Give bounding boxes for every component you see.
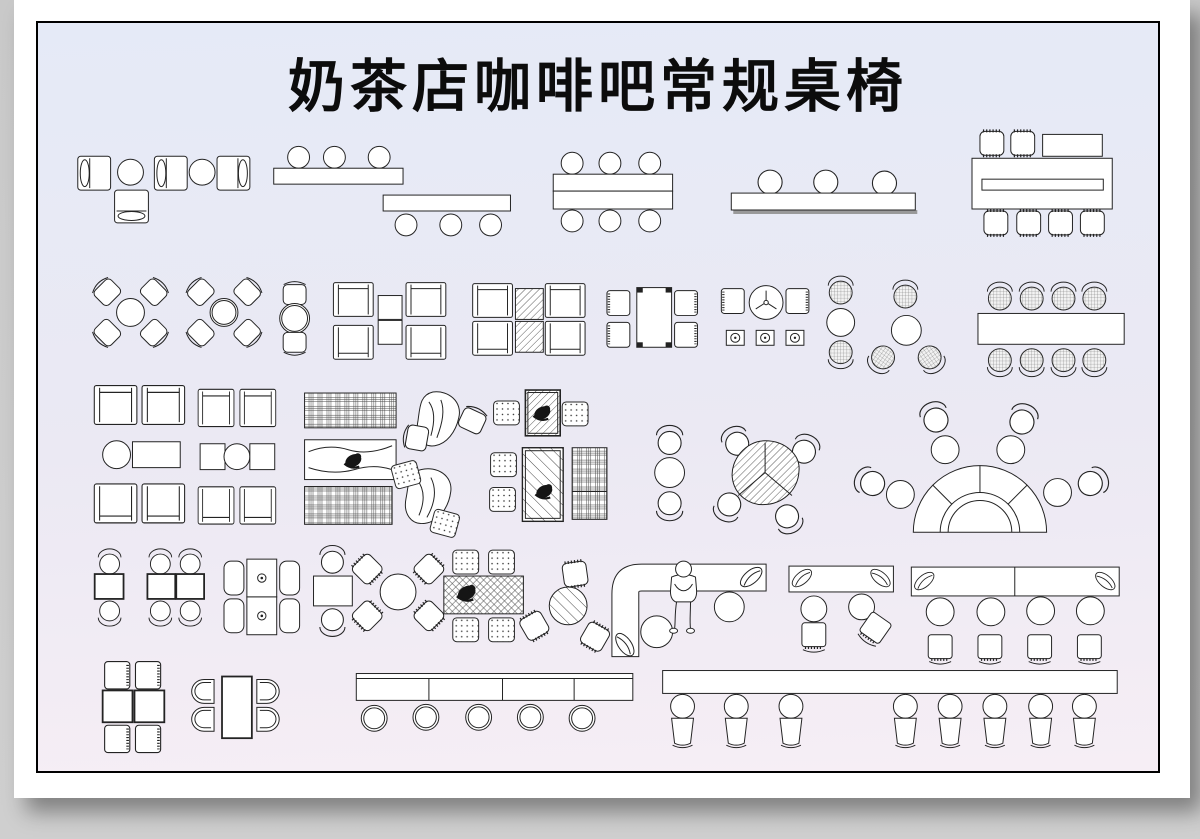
furniture-canvas bbox=[77, 129, 1125, 754]
furniture-service-counter-fringed-stools bbox=[971, 129, 1113, 237]
furniture-rect-table-dotted-chairs bbox=[605, 287, 699, 349]
furniture-round-table-corner-chairs bbox=[348, 550, 448, 635]
furniture-l-bench-person bbox=[611, 560, 767, 660]
paper-sheet: 奶茶店咖啡吧常规桌椅 bbox=[14, 0, 1190, 798]
furniture-bar-three-stools-top bbox=[273, 145, 404, 185]
furniture-long-table-wicker-chairs bbox=[977, 281, 1125, 378]
furniture-round-table-cross-a bbox=[89, 274, 172, 351]
furniture-double-table-six-stools bbox=[552, 151, 674, 233]
furniture-bar-three-stools-shadow bbox=[730, 169, 918, 214]
furniture-square-table-two-chairs bbox=[93, 548, 125, 627]
furniture-two-tables-four-square-chairs bbox=[101, 660, 166, 754]
furniture-wicker-table-sets bbox=[826, 275, 950, 379]
seated-person-figure bbox=[669, 560, 698, 634]
furniture-lounge-square-round bbox=[197, 388, 277, 525]
furniture-round-table-two-round-chairs bbox=[654, 424, 686, 522]
furniture-dining-table-person bbox=[443, 549, 524, 643]
furniture-lounge-round-rect bbox=[93, 384, 186, 524]
furniture-stone-tables-chairs bbox=[389, 391, 490, 539]
furniture-rosette-tables bbox=[223, 558, 301, 636]
furniture-fan-counter bbox=[849, 397, 1114, 533]
furniture-small-diner-table bbox=[493, 389, 589, 437]
furniture-bar-three-stools-bottom bbox=[382, 194, 511, 237]
furniture-propeller-table-set bbox=[720, 285, 811, 346]
furniture-round-table-two-chairs bbox=[279, 281, 311, 356]
furniture-rect-table-d-chairs bbox=[191, 675, 280, 740]
furniture-round-table-cross-b bbox=[183, 274, 265, 351]
furniture-long-bench-four-tables bbox=[910, 566, 1120, 666]
furniture-two-tables-four-round-chairs bbox=[146, 548, 206, 627]
page-title: 奶茶店咖啡吧常规桌椅 bbox=[288, 56, 908, 119]
furniture-large-diner-table bbox=[489, 447, 608, 523]
furniture-hatched-tables-four-armchairs bbox=[472, 283, 586, 356]
furniture-square-tables-four-armchairs bbox=[332, 282, 447, 360]
furniture-trefoil-table-four-chairs bbox=[709, 421, 824, 539]
furniture-bench-two-tables bbox=[788, 565, 894, 654]
furniture-woven-sofa-set bbox=[304, 392, 397, 525]
furniture-long-bar-eight-stools bbox=[662, 670, 1118, 749]
furniture-segmented-bar-five-stools bbox=[355, 673, 634, 732]
furniture-rect-table-two-round-chairs bbox=[313, 544, 353, 637]
furniture-hatched-round-table-three-chairs bbox=[516, 558, 614, 655]
furniture-armchair-lounge-set bbox=[77, 155, 251, 224]
drawing-frame: 奶茶店咖啡吧常规桌椅 bbox=[36, 21, 1160, 773]
